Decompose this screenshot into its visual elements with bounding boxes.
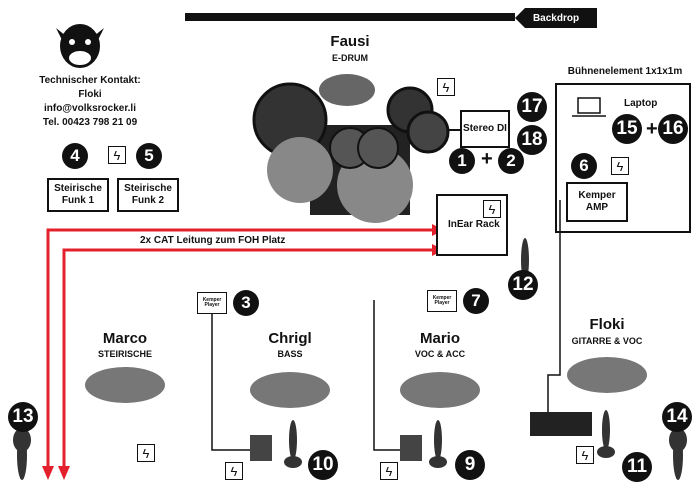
musician-name: Floki [589,316,625,333]
monitor-wedges [85,357,647,408]
contact-title: Technischer Kontakt: [39,75,141,86]
channel-10: 10 [308,450,338,480]
channel-16: 16 [658,114,688,144]
channel-13: 13 [8,402,38,432]
laptop-label: Laptop [624,98,658,109]
musician-name: Chrigl [268,330,312,347]
power-icon: ϟ [437,78,455,96]
channel-7: 7 [463,288,489,314]
laptop-icon [572,97,606,117]
channel-1: 1 [449,148,475,174]
channel-12: 12 [508,270,538,300]
stereo-di-box: Stereo DI [460,110,510,148]
contact-name: Floki [78,89,102,100]
acc-pedal [400,435,422,461]
power-icon: ϟ [380,462,398,480]
backdrop-bar [185,13,515,21]
channel-9: 9 [455,450,485,480]
musician-role: GITARRE & VOC [571,336,643,346]
kemper-player-box: Kemper Player [197,292,227,314]
channel-3: 3 [233,290,259,316]
funk-2-box: Steirische Funk 2 [117,178,179,212]
channel-17: 17 [517,92,547,122]
riser-outline [555,83,691,233]
drum-kit [252,74,460,223]
drummer-role: E-DRUM [332,53,368,63]
channel-4: 4 [62,143,88,169]
musician-role: BASS [277,349,303,359]
cow-logo-icon [50,18,110,70]
power-icon: ϟ [225,462,243,480]
bass-pedal [250,435,272,461]
musician-name: Marco [102,330,148,347]
cat-lines [46,228,432,470]
musician-role: STEIRISCHE [97,349,152,359]
contact-block: Technischer Kontakt: Floki info@volksroc… [20,74,160,130]
plus-sign: + [646,118,658,140]
musician-name: Mario [419,330,460,347]
backdrop-tag: Backdrop [515,8,597,28]
power-icon: ϟ [137,444,155,462]
cat-label: 2x CAT Leitung zum FOH Platz [140,235,286,246]
kemper-amp-box: Kemper AMP [566,182,628,222]
power-icon: ϟ [108,146,126,164]
funk-1-box: Steirische Funk 1 [47,178,109,212]
channel-2: 2 [498,148,524,174]
inear-rack-box: InEar Rack [436,194,508,256]
power-icon: ϟ [611,157,629,175]
channel-15: 15 [612,114,642,144]
drummer-name: Fausi [330,33,370,50]
contact-email[interactable]: info@volksrocker.li [43,103,136,114]
power-icon: ϟ [483,200,501,218]
channel-5: 5 [136,143,162,169]
power-icon: ϟ [576,446,594,464]
channel-6: 6 [571,153,597,179]
contact-phone: Tel. 00423 798 21 09 [42,117,138,128]
channel-18: 18 [517,125,547,155]
kemper-floorboard [530,412,592,436]
channel-14: 14 [662,402,692,432]
musician-role: VOC & ACC [414,349,466,359]
plus-sign: + [481,148,493,170]
riser-label: Bühnenelement 1x1x1m [567,66,683,77]
kemper-player-box: Kemper Player [427,290,457,312]
mic-stands [13,238,687,480]
channel-11: 11 [622,452,652,482]
